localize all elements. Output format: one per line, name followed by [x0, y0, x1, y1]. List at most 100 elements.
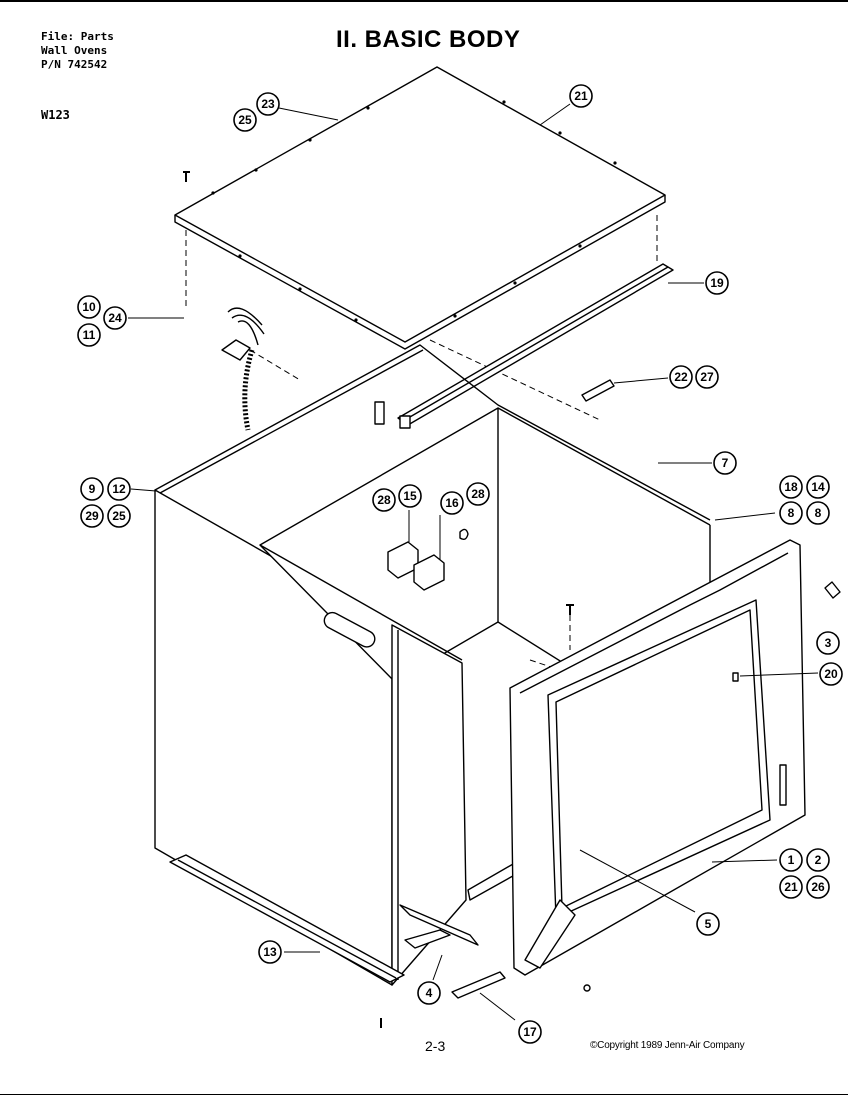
- top-panel: [174, 66, 666, 343]
- callout-26: 26: [806, 875, 830, 899]
- page-title: II. BASIC BODY: [336, 26, 521, 53]
- side-handle-slot: [323, 611, 376, 648]
- bottom-rail-left-groove: [177, 859, 397, 979]
- clip-part: [459, 528, 469, 541]
- callout-4: 4: [417, 981, 441, 1005]
- callout-27: 27: [695, 365, 719, 389]
- callout-21: 21: [569, 84, 593, 108]
- front-frame-opening-inner: [555, 609, 763, 909]
- terminal-block-16: [413, 554, 445, 591]
- callout-18: 18: [779, 475, 803, 499]
- top-rule: [0, 0, 848, 2]
- bottom-trim: [451, 971, 506, 999]
- callout-11: 11: [77, 323, 101, 347]
- model-number: W123: [41, 108, 70, 122]
- svg-text:28: 28: [377, 493, 391, 507]
- wire-harness: [227, 307, 265, 346]
- callout-28a: 28: [372, 488, 396, 512]
- svg-text:8: 8: [788, 506, 795, 520]
- svg-text:10: 10: [82, 300, 96, 314]
- callout-20: 20: [819, 662, 843, 686]
- callout-23: 23: [256, 92, 280, 116]
- svg-text:17: 17: [523, 1025, 537, 1039]
- bottom-rule: [0, 1094, 848, 1095]
- callout-8a: 8: [779, 501, 803, 525]
- right-wall-top: [497, 407, 711, 526]
- part-3: [824, 581, 841, 599]
- svg-text:20: 20: [824, 667, 838, 681]
- callout-2: 2: [806, 848, 830, 872]
- cabinet-top-edge: [154, 344, 711, 521]
- svg-text:8: 8: [815, 506, 822, 520]
- hinge: [524, 899, 576, 969]
- top-panel-edge: [174, 195, 666, 350]
- callouts: 23 25 21 19 10 24 11 22 27 7 9 12 29 25 …: [77, 84, 843, 1044]
- screw-top: [183, 171, 190, 182]
- wire-conduit: [242, 349, 255, 431]
- svg-text:23: 23: [261, 97, 275, 111]
- back-wall-slot: [374, 401, 385, 425]
- part-20: [732, 672, 739, 682]
- line-art: [128, 66, 841, 1028]
- front-frame-top-lip: [519, 552, 789, 694]
- svg-text:15: 15: [403, 489, 417, 503]
- callout-16: 16: [440, 491, 464, 515]
- bracket-22: [581, 379, 615, 402]
- callout-24: 24: [103, 306, 127, 330]
- svg-text:22: 22: [674, 370, 688, 384]
- cabinet-top-edge-inner: [159, 349, 424, 494]
- callout-22: 22: [669, 365, 693, 389]
- callout-1: 1: [779, 848, 803, 872]
- svg-text:16: 16: [445, 496, 459, 510]
- svg-text:26: 26: [811, 880, 825, 894]
- svg-text:19: 19: [710, 276, 724, 290]
- bottom-clip: [404, 929, 451, 949]
- svg-text:28: 28: [471, 487, 485, 501]
- rear-rail-end: [399, 415, 411, 429]
- bottom-rail-4: [399, 904, 479, 946]
- svg-text:2: 2: [815, 853, 822, 867]
- file-line: File: Parts: [41, 30, 114, 43]
- front-frame-opening: [547, 599, 771, 919]
- callout-13: 13: [258, 940, 282, 964]
- file-header: File: Parts Wall Ovens P/N 742542: [41, 30, 114, 72]
- callout-21b: 21: [779, 875, 803, 899]
- left-wall-top-inner: [259, 544, 463, 661]
- wire-clamp: [221, 339, 251, 361]
- svg-text:21: 21: [574, 89, 588, 103]
- svg-text:25: 25: [238, 113, 252, 127]
- svg-text:21: 21: [784, 880, 798, 894]
- screw-hinge: [583, 984, 591, 992]
- side-slot-right: [779, 764, 787, 806]
- callout-8b: 8: [806, 501, 830, 525]
- svg-text:12: 12: [112, 482, 126, 496]
- callout-12: 12: [107, 477, 131, 501]
- svg-text:7: 7: [722, 456, 729, 470]
- svg-text:11: 11: [83, 328, 96, 342]
- top-panel-screws: [211, 100, 617, 322]
- callout-10: 10: [77, 295, 101, 319]
- svg-text:3: 3: [825, 636, 832, 650]
- svg-text:9: 9: [89, 482, 96, 496]
- callout-29: 29: [80, 504, 104, 528]
- callout-19: 19: [705, 271, 729, 295]
- rear-rail-groove: [402, 266, 669, 422]
- callout-9: 9: [80, 477, 104, 501]
- left-front-flange: [391, 624, 467, 986]
- callout-25b: 25: [107, 504, 131, 528]
- svg-text:18: 18: [784, 480, 798, 494]
- callout-28b: 28: [466, 482, 490, 506]
- svg-text:1: 1: [788, 853, 795, 867]
- callout-17: 17: [518, 1020, 542, 1044]
- product-line: Wall Ovens: [41, 44, 108, 57]
- callout-5: 5: [696, 912, 720, 936]
- svg-text:25: 25: [112, 509, 126, 523]
- callout-15: 15: [398, 484, 422, 508]
- svg-text:24: 24: [108, 311, 122, 325]
- callout-7: 7: [713, 451, 737, 475]
- svg-text:4: 4: [426, 986, 433, 1000]
- copyright-notice: ©Copyright 1989 Jenn-Air Company: [590, 1040, 745, 1051]
- svg-text:13: 13: [263, 945, 277, 959]
- svg-text:14: 14: [811, 480, 825, 494]
